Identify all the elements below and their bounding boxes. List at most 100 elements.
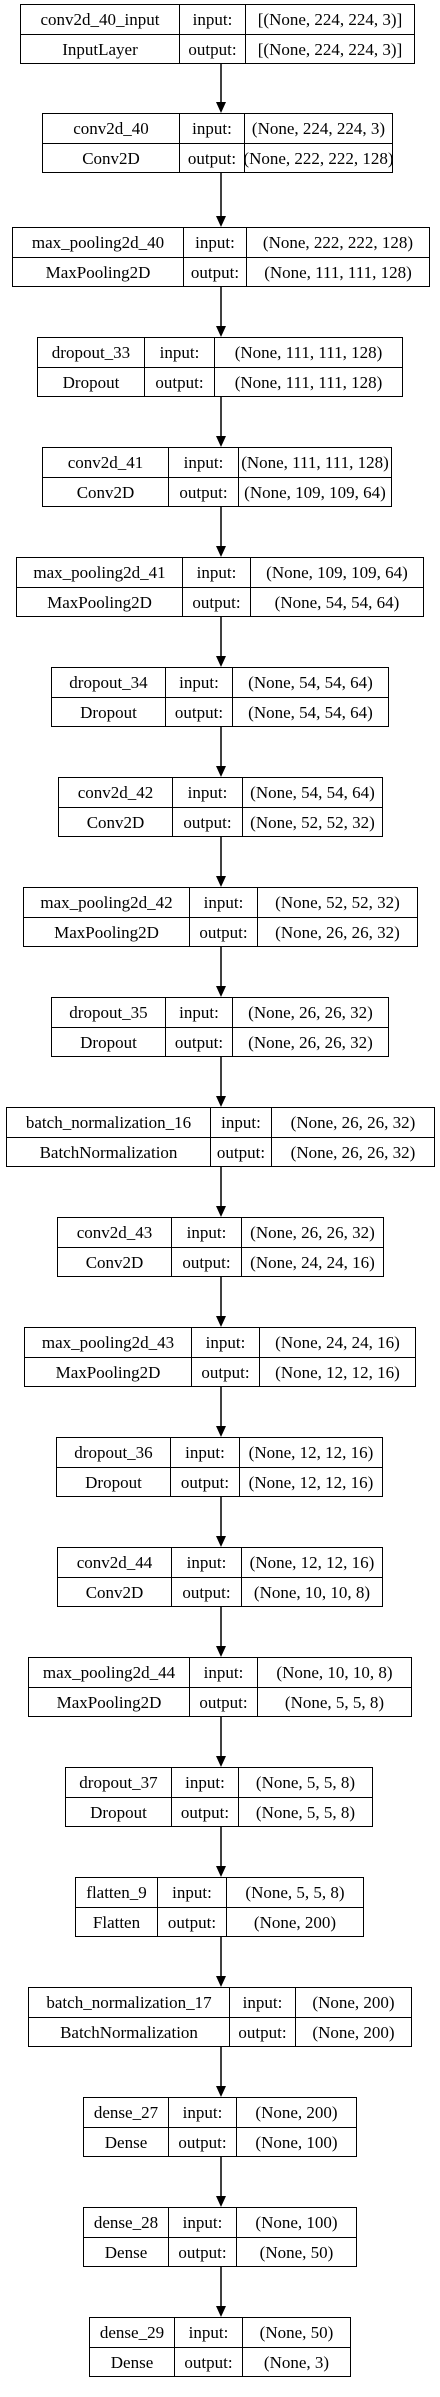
layer-row-input: max_pooling2d_42 input:(None, 52, 52, 32) — [24, 888, 417, 917]
input-shape: (None, 26, 26, 32) — [241, 1218, 383, 1247]
input-shape: (None, 109, 109, 64) — [250, 558, 423, 587]
input-label: input: — [172, 778, 242, 807]
output-shape: (None, 5, 5, 8) — [238, 1798, 372, 1826]
output-label: output: — [168, 478, 238, 506]
layer-node: batch_normalization_16 input:(None, 26, 2… — [6, 1107, 435, 1167]
layer-name: dropout_33 — [51, 343, 131, 362]
arrowhead-icon — [216, 1866, 226, 1877]
output-shape: (None, 54, 54, 64) — [232, 698, 388, 726]
output-shape: (None, 111, 111, 128) — [214, 368, 402, 396]
output-label: output: — [168, 2128, 236, 2156]
input-shape: (None, 111, 111, 128) — [214, 338, 402, 367]
input-shape: (None, 52, 52, 32) — [257, 888, 417, 917]
output-label: output: — [171, 1798, 238, 1826]
arrowhead-icon — [216, 326, 226, 337]
layer-name: flatten_9 — [86, 1883, 147, 1902]
output-shape: (None, 12, 12, 16) — [259, 1358, 415, 1386]
input-label: input: — [191, 1328, 259, 1357]
input-shape: (None, 12, 12, 16) — [241, 1548, 382, 1577]
output-label: output: — [171, 1248, 241, 1276]
output-shape: (None, 200) — [295, 2018, 411, 2046]
layer-name: dense_29 — [99, 2323, 165, 2342]
layer-name: batch_normalization_16 — [25, 1113, 192, 1132]
output-shape: (None, 100) — [236, 2128, 356, 2156]
arrowhead-icon — [216, 1316, 226, 1327]
output-label: output: — [144, 368, 214, 396]
arrowhead-icon — [216, 102, 226, 113]
arrowhead-icon — [216, 1426, 226, 1437]
input-shape: (None, 26, 26, 32) — [271, 1108, 434, 1137]
layer-type: BatchNormalization — [39, 1142, 178, 1162]
arrowhead-icon — [216, 986, 226, 997]
layer-name: dropout_36 — [74, 1443, 153, 1462]
layer-name: conv2d_43 — [76, 1223, 153, 1242]
layer-type: MaxPooling2D — [56, 1692, 162, 1712]
output-shape: (None, 54, 54, 64) — [250, 588, 423, 616]
arrowhead-icon — [216, 2306, 226, 2317]
output-shape: (None, 222, 222, 128) — [244, 144, 392, 172]
output-label: output: — [172, 808, 242, 836]
input-shape: (None, 200) — [236, 2098, 356, 2127]
arrowhead-icon — [216, 2196, 226, 2207]
output-shape: (None, 52, 52, 32) — [242, 808, 382, 836]
layer-type: BatchNormalization — [60, 2022, 198, 2042]
input-shape: (None, 10, 10, 8) — [257, 1658, 411, 1687]
layer-type: Dense — [104, 2132, 148, 2152]
arrowhead-icon — [216, 1096, 226, 1107]
input-shape: (None, 54, 54, 64) — [242, 778, 382, 807]
arrowhead-icon — [216, 766, 226, 777]
layer-type: Dropout — [80, 1032, 137, 1052]
output-label: output: — [189, 918, 257, 946]
output-label: output: — [179, 144, 244, 172]
arrowhead-icon — [216, 2086, 226, 2097]
layer-type: MaxPooling2D — [54, 922, 159, 942]
output-shape: (None, 5, 5, 8) — [257, 1688, 411, 1716]
input-label: input: — [174, 2318, 242, 2347]
input-label: input: — [210, 1108, 271, 1137]
output-label: output: — [165, 698, 232, 726]
output-shape: (None, 200) — [226, 1908, 363, 1936]
layer-row-input: dense_29 input:(None, 50) — [90, 2318, 350, 2347]
output-shape: (None, 12, 12, 16) — [239, 1468, 382, 1496]
arrowhead-icon — [216, 876, 226, 887]
layer-name: max_pooling2d_42 — [40, 893, 173, 912]
input-label: input: — [189, 888, 257, 917]
output-shape: (None, 109, 109, 64) — [238, 478, 391, 506]
layer-name: dropout_35 — [69, 1003, 148, 1022]
layer-name: conv2d_44 — [76, 1553, 153, 1572]
input-label: input: — [171, 1218, 241, 1247]
input-shape: (None, 50) — [242, 2318, 350, 2347]
input-shape: [(None, 224, 224, 3)] — [245, 5, 414, 34]
output-label: output: — [157, 1908, 226, 1936]
input-shape: (None, 5, 5, 8) — [238, 1768, 372, 1797]
input-label: input: — [165, 998, 232, 1027]
layer-type: Dropout — [80, 702, 137, 722]
layer-name: max_pooling2d_40 — [31, 233, 165, 252]
